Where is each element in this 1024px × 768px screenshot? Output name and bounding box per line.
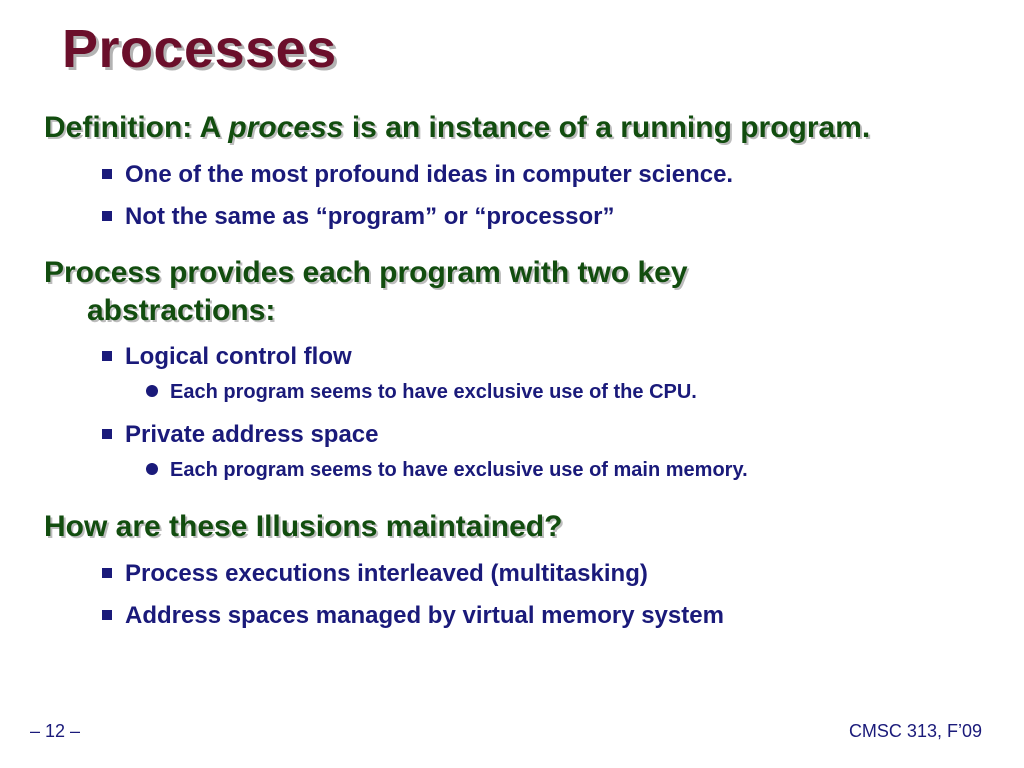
abstraction-item-1: Logical control flow bbox=[102, 342, 352, 372]
bullet-text: Not the same as “program” or “processor” bbox=[125, 203, 615, 230]
bullet-text: Process executions interleaved (multitas… bbox=[125, 560, 648, 587]
sub-bullet-text: Each program seems to have exclusive use… bbox=[170, 459, 748, 481]
course-label: CMSC 313, F’09 bbox=[848, 721, 982, 741]
square-bullet-icon bbox=[102, 351, 112, 361]
definition-heading: Definition: A process is an instance of … bbox=[44, 109, 870, 147]
square-bullet-icon bbox=[102, 211, 112, 221]
sub-bullet-text: Each program seems to have exclusive use… bbox=[170, 381, 697, 403]
page-number: – 12 – bbox=[30, 721, 81, 741]
abstraction-item-2: Private address space bbox=[102, 420, 379, 450]
bullet-text: Address spaces managed by virtual memory… bbox=[125, 602, 724, 629]
round-bullet-icon bbox=[146, 385, 158, 397]
illusions-bullet-1: Process executions interleaved (multitas… bbox=[102, 559, 648, 589]
definition-emphasis: process bbox=[228, 111, 344, 144]
square-bullet-icon bbox=[102, 610, 112, 620]
abstractions-heading: Process provides each program with two k… bbox=[44, 254, 688, 330]
definition-bullet-1: One of the most profound ideas in comput… bbox=[102, 160, 733, 190]
bullet-text: One of the most profound ideas in comput… bbox=[125, 161, 734, 188]
definition-bullet-2: Not the same as “program” or “processor” bbox=[102, 202, 614, 232]
abstraction-item-1-sub: Each program seems to have exclusive use… bbox=[146, 379, 697, 405]
definition-prefix: Definition: A bbox=[44, 111, 229, 144]
square-bullet-icon bbox=[102, 568, 112, 578]
slide-title: Processes bbox=[62, 19, 337, 79]
round-bullet-icon bbox=[146, 463, 158, 475]
illusions-bullet-2: Address spaces managed by virtual memory… bbox=[102, 601, 724, 631]
square-bullet-icon bbox=[102, 169, 112, 179]
bullet-text: Logical control flow bbox=[125, 343, 352, 370]
abstraction-item-2-sub: Each program seems to have exclusive use… bbox=[146, 457, 748, 483]
square-bullet-icon bbox=[102, 429, 112, 439]
bullet-text: Private address space bbox=[125, 421, 379, 448]
definition-suffix: is an instance of a running program. bbox=[343, 111, 871, 144]
abstractions-heading-line-2: abstractions: bbox=[87, 294, 276, 327]
illusions-heading: How are these Illusions maintained? bbox=[44, 510, 563, 543]
abstractions-heading-line-1: Process provides each program with two k… bbox=[44, 256, 688, 289]
